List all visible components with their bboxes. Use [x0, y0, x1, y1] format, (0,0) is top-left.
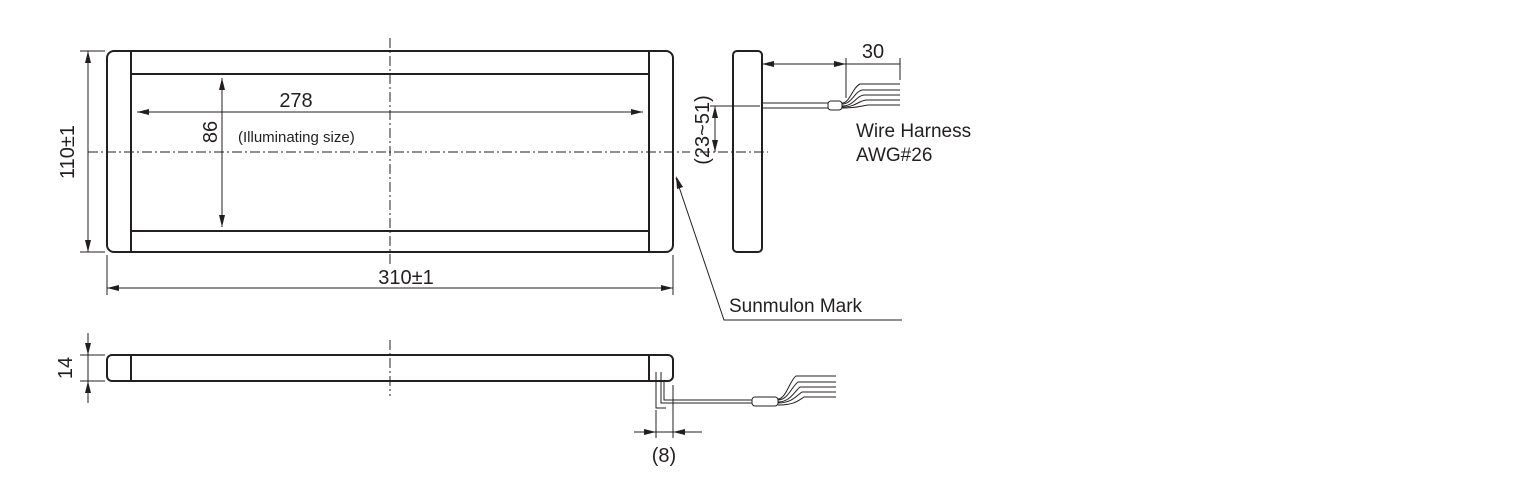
bottom-wire-sleeve: [751, 396, 779, 407]
dim-23-51-arrow-bottom: [712, 140, 718, 152]
dim-310-arrow-left: [107, 285, 119, 291]
dim-23-51-label: (23~51): [692, 95, 714, 165]
dim-8-arrow-left: [644, 429, 656, 435]
bottom-view: 14 (8): [55, 333, 836, 467]
dim-14-label: 14: [55, 357, 77, 379]
sunmulon-mark-leader-arrow: [676, 176, 683, 189]
front-view: 278 86 (Illuminating size) 110±1 310±1 S…: [57, 38, 902, 321]
dim-23-51-arrow-top: [712, 106, 718, 118]
dim-8-label: (8): [652, 445, 676, 467]
dim-86-arrow-top: [219, 78, 225, 90]
side-wire-strands: [841, 83, 900, 109]
dim-110-label: 110±1: [57, 125, 79, 179]
dim-30-label: 30: [862, 41, 884, 63]
dim-278-label: 278: [279, 90, 312, 112]
dim-30-arrow-mid: [834, 61, 846, 67]
side-view: 30 (23~51) Wire Harness AWG#26: [692, 41, 971, 253]
dim-86-label: 86: [200, 121, 222, 143]
side-wire-sleeve: [827, 100, 843, 111]
dim-30-arrow-left: [762, 61, 774, 67]
bottom-wire-exit: [655, 372, 752, 409]
dim-8-arrow-right: [673, 429, 685, 435]
wire-harness-label: Wire Harness: [856, 121, 971, 142]
awg-label: AWG#26: [856, 145, 932, 166]
dim-14-arrow-top: [85, 343, 91, 355]
dim-310-label: 310±1: [378, 267, 433, 289]
dim-278-arrow-left: [137, 109, 149, 115]
dim-278-arrow-right: [631, 109, 643, 115]
dim-110-arrow-top: [85, 51, 91, 63]
dim-14-arrow-bottom: [85, 381, 91, 393]
sunmulon-mark-leader: [675, 177, 902, 321]
sunmulon-mark-label: Sunmulon Mark: [729, 296, 863, 317]
illuminating-size-note: (Illuminating size): [238, 129, 355, 146]
dim-86-arrow-bottom: [219, 215, 225, 227]
bottom-wire-strands: [777, 375, 836, 406]
dim-110-arrow-bottom: [85, 240, 91, 252]
dim-310-arrow-right: [661, 285, 673, 291]
